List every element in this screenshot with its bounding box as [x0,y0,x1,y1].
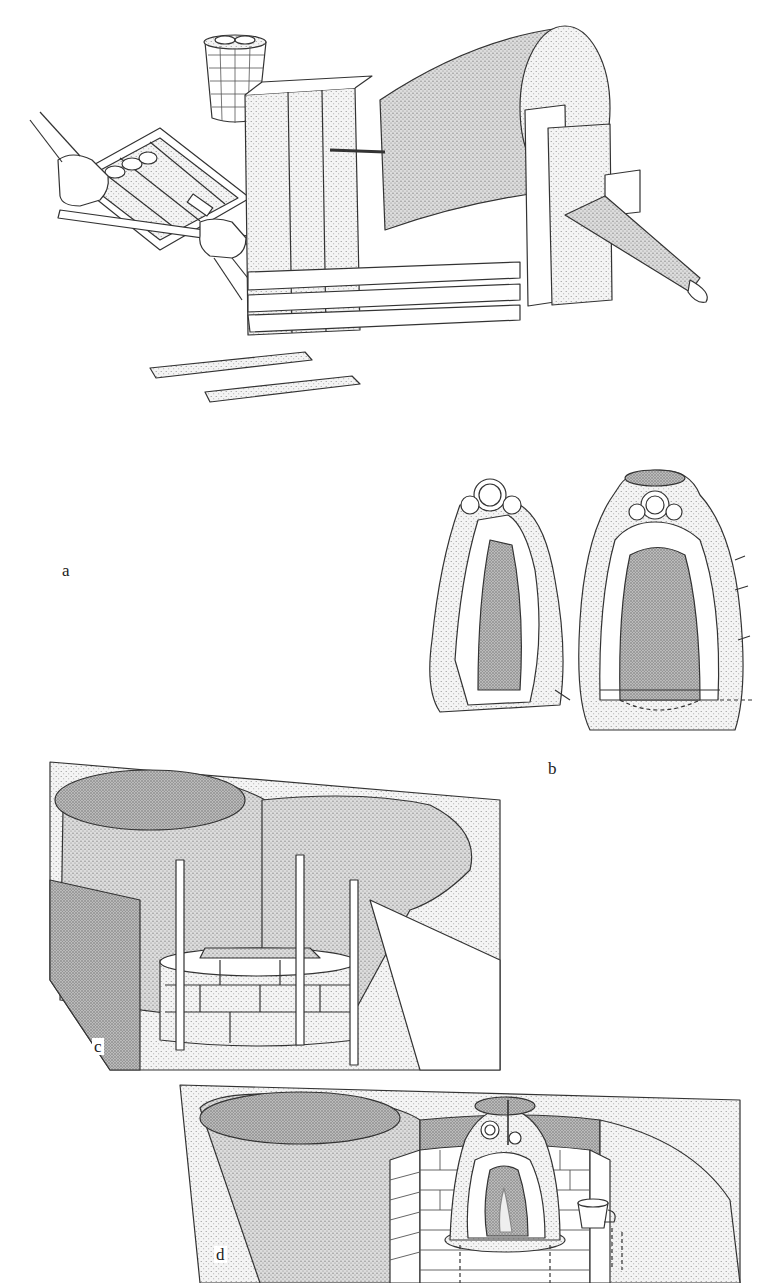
panel-letter: a [60,562,72,579]
panel-letter: d [214,1246,227,1263]
panel-letter: b [546,760,559,777]
panel-letter: c [92,1038,104,1055]
